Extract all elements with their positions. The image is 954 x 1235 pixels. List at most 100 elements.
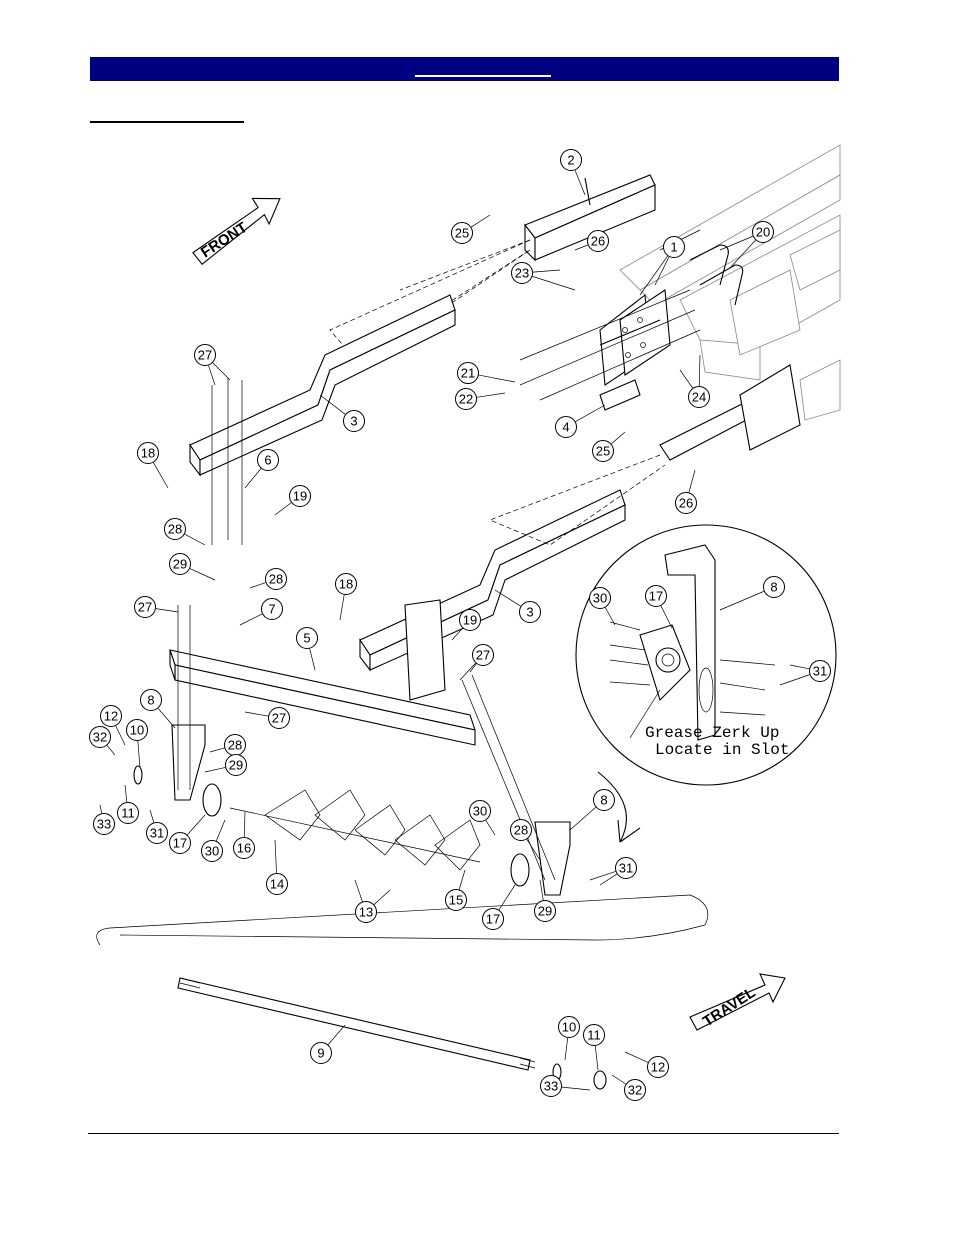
callout-number: 10 [130,723,144,738]
callout-leader [499,885,515,910]
callout-leader [138,741,140,768]
callout-leader [479,375,515,382]
callout-leader [689,470,695,492]
callout-number: 18 [141,446,155,461]
callout-leader [310,649,315,670]
callout-leader [328,1025,345,1045]
front-arrow: FRONT [185,194,288,266]
grease-zerk-note: Grease Zerk Up [645,724,779,742]
callout-number: 27 [272,711,286,726]
part-17-bearings [203,784,529,886]
callout-leader [355,880,362,902]
front-arrow-label: FRONT [198,219,251,261]
callout-number: 8 [600,793,607,808]
callout-leader [575,245,588,250]
callout-number: 11 [121,806,135,821]
callout-leader [595,1046,598,1070]
travel-arrow: TRAVEL [690,974,785,1030]
callout-leader [562,1087,590,1090]
callout-number: 11 [587,1028,601,1043]
callout-leader [661,606,672,628]
callout-leader [208,365,215,385]
callout-number: 26 [679,496,693,511]
callout-number: 7 [268,602,275,617]
callout-number: 30 [473,804,487,819]
callout-leader [570,807,596,830]
callout-number: 29 [229,758,243,773]
callout-leader [210,748,224,752]
callout-leader [205,767,225,772]
callout-number: 25 [455,226,469,241]
callout-leader [532,276,575,290]
callout-number: 28 [168,522,182,537]
callout-leader [245,712,268,716]
callout-number: 26 [591,234,605,249]
part-13-14-tine-assemblies [230,790,480,870]
callout-leader [116,726,125,745]
callout-number: 9 [317,1046,324,1061]
callout-leader [340,595,344,620]
travel-arrow-label: TRAVEL [700,984,759,1030]
callout-number: 16 [237,841,251,856]
callout-number: 32 [93,730,107,745]
callout-leader [699,355,700,386]
callout-leader [213,363,230,380]
callout-number: 3 [526,605,533,620]
callout-number: 30 [205,844,219,859]
callout-number: 18 [339,577,353,592]
callout-leader [486,820,495,835]
callout-leader [533,270,560,272]
callout-leader [153,463,168,488]
bearing-detail-callout: Grease Zerk Up Locate in Slot [576,525,836,842]
callout-number: 29 [538,904,552,919]
callout-leader [125,785,127,802]
callout-leader [374,890,390,905]
callout-number: 17 [486,912,500,927]
callout-number: 20 [756,225,770,240]
callout-number: 5 [303,631,310,646]
callout-leader [611,432,625,444]
callout-number: 17 [173,836,187,851]
callout-number: 21 [461,366,475,381]
callout-leader [250,583,266,588]
callout-leader [625,1052,648,1062]
callout-number: 1 [670,240,677,255]
callout-number: 15 [449,893,463,908]
callout-number: 19 [293,489,307,504]
callout-number: 25 [596,444,610,459]
callout-number: 27 [138,600,152,615]
callout-leader [565,1038,568,1060]
callout-leader [720,591,764,610]
callout-leader [612,1075,626,1084]
callout-number: 29 [173,557,187,572]
part-9-shaft [97,895,708,1070]
callout-number: 13 [359,905,373,920]
part-10-11-collars [134,766,606,1089]
callout-leader [216,820,225,841]
callout-number: 32 [628,1083,642,1098]
callout-number: 31 [619,861,633,876]
callout-leader [575,170,585,195]
callout-number: 8 [770,580,777,595]
callout-number: 28 [269,572,283,587]
callout-leader [100,805,102,813]
callout-number: 12 [651,1060,665,1075]
callout-leader [158,708,175,728]
part-5-cross-tube [170,600,475,745]
callout-leader [156,609,178,612]
callout-number: 22 [459,392,473,407]
callout-leader [680,370,693,388]
callout-number: 31 [813,664,827,679]
callout-leader [477,393,505,397]
callout-leader [244,812,245,837]
callout-number: 27 [476,648,490,663]
callout-number: 31 [150,826,164,841]
callout-leader [471,215,490,227]
callout-number: 2 [567,153,574,168]
callout-leader [540,880,543,900]
callout-number: 27 [198,348,212,363]
callout-leader [275,503,291,515]
callout-number: 23 [515,266,529,281]
callout-leader [240,614,262,625]
